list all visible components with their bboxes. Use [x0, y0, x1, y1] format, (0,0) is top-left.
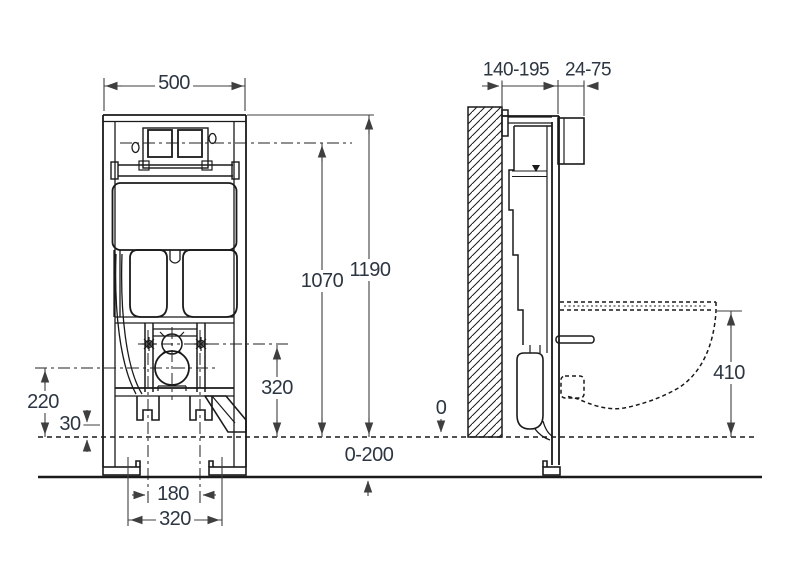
dim-flush-center-height: 1070	[297, 270, 347, 292]
outlet-mechanism	[142, 323, 208, 392]
flush-plate-housing	[131, 127, 217, 169]
water-level-mark	[532, 165, 540, 172]
frame-profile	[502, 115, 561, 476]
flush-bend	[516, 352, 544, 430]
dim-leg-adjustment-range: 0-200	[341, 444, 397, 466]
dim-frame-width: 500	[155, 72, 193, 94]
dim-bottom-clearance: 30	[56, 413, 84, 435]
supply-hose	[115, 253, 143, 395]
cistern-front	[111, 182, 238, 318]
dim-outlet-bracket-height: 320	[258, 377, 296, 399]
frame-feet	[102, 460, 247, 476]
toilet-bowl-outline	[560, 301, 717, 410]
dim-floor-fixing-spacing: 320	[156, 508, 194, 530]
fixing-hole-left	[131, 141, 140, 154]
flush-plate-box	[557, 117, 585, 165]
dim-bowl-rim-height: 410	[710, 362, 748, 384]
bowl-outlet-outline	[560, 375, 585, 399]
cistern-profile	[508, 125, 553, 441]
front-view	[102, 114, 247, 476]
dim-outlet-center-height: 220	[24, 391, 62, 413]
side-view	[467, 106, 717, 476]
fixing-hole-right	[208, 132, 217, 145]
dimension-lines	[40, 78, 742, 526]
dim-plate-depth-range: 24-75	[561, 59, 615, 81]
dim-zero-level: 0	[432, 397, 450, 419]
waste-chute	[203, 395, 247, 433]
wall-bracket	[501, 109, 552, 137]
dim-fixing-bolt-spacing: 180	[154, 483, 192, 505]
dim-frame-depth-range: 140-195	[479, 59, 553, 81]
centerlines	[35, 142, 352, 505]
dim-frame-height: 1190	[346, 259, 394, 281]
wall-section	[467, 106, 503, 438]
bowl-fixing-stud	[555, 335, 595, 344]
upper-rail	[110, 160, 240, 180]
